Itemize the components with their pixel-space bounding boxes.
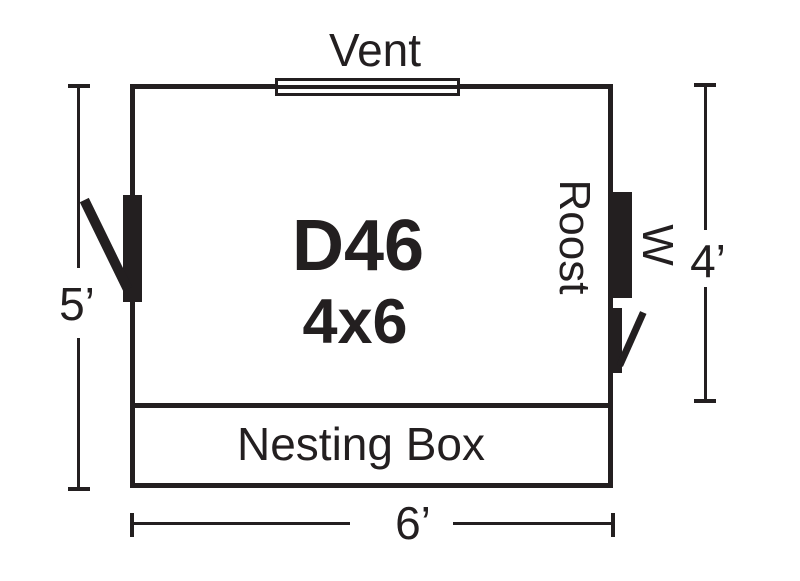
left-door-symbol xyxy=(123,195,142,302)
dimension-left-line-upper xyxy=(77,88,80,268)
vent-symbol xyxy=(275,78,460,96)
dimension-bottom-line-right xyxy=(453,522,612,525)
window-symbol xyxy=(613,192,632,298)
dimension-right-line-lower xyxy=(704,287,707,399)
right-door-symbol xyxy=(613,308,622,373)
nesting-box-divider-wall xyxy=(134,403,610,408)
vent-label: Vent xyxy=(328,24,422,76)
dimension-right-cap-bottom xyxy=(694,399,716,403)
roost-label: Roost xyxy=(550,179,599,295)
dimension-bottom-cap-right xyxy=(611,513,615,537)
window-label: W xyxy=(633,224,682,266)
dimension-left-line-lower xyxy=(77,338,80,487)
dimension-bottom-label: 6’ xyxy=(395,497,431,549)
dimension-right-cap-top xyxy=(694,83,716,87)
dimension-left-cap-top xyxy=(68,84,90,88)
model-label: D46 xyxy=(291,206,425,286)
nesting-box-label: Nesting Box xyxy=(236,418,485,470)
dimension-left-label: 5’ xyxy=(59,278,95,330)
dimension-right-label: 4’ xyxy=(690,235,726,287)
dimension-right-line-upper xyxy=(704,87,707,230)
footprint-size-label: 4x6 xyxy=(302,287,408,357)
dimension-left-cap-bottom xyxy=(68,487,90,491)
dimension-bottom-line-left xyxy=(134,522,350,525)
vent-symbol-slat xyxy=(278,85,457,89)
dimension-bottom-cap-left xyxy=(130,513,134,537)
